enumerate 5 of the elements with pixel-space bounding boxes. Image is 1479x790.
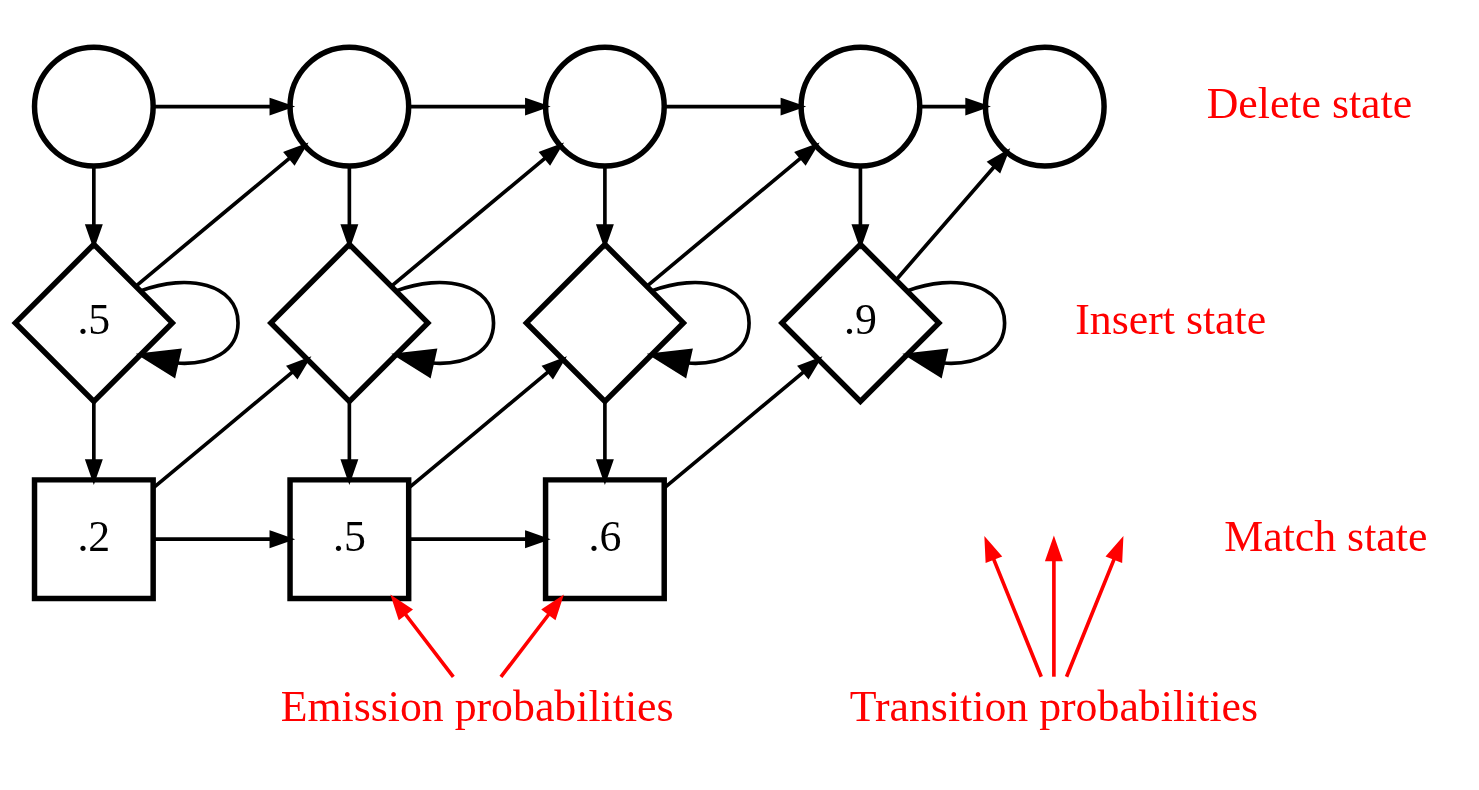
node-text: Emission probabilities [280, 682, 674, 731]
label: Insert state [1075, 295, 1267, 344]
label: Match state [1224, 511, 1428, 560]
label: Delete state [1206, 78, 1413, 127]
node-text: Transition probabilities [849, 682, 1259, 731]
